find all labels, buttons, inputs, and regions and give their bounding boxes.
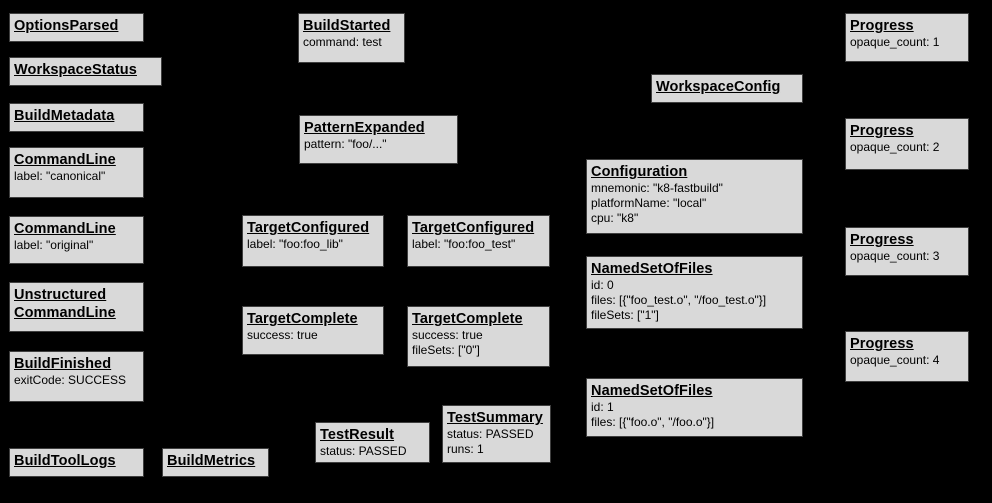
event-title: Progress xyxy=(850,232,914,248)
event-box-workspace-config: WorkspaceConfig xyxy=(651,74,803,103)
event-field: id: 1 xyxy=(591,400,614,414)
event-title: OptionsParsed xyxy=(14,18,119,34)
event-box-progress-4: Progress opaque_count: 4 xyxy=(845,331,969,382)
event-field: label: "foo:foo_lib" xyxy=(247,237,343,251)
event-field: files: [{"foo.o", "/foo.o"}] xyxy=(591,415,715,429)
event-field: opaque_count: 4 xyxy=(850,353,940,367)
event-box-named-set-of-files-0: NamedSetOfFiles id: 0 files: [{"foo_test… xyxy=(586,256,803,329)
event-field: label: "foo:foo_test" xyxy=(412,237,516,251)
event-box-command-line-original: CommandLine label: "original" xyxy=(9,216,144,264)
event-title: TargetConfigured xyxy=(412,220,535,236)
event-field: opaque_count: 3 xyxy=(850,249,940,263)
event-field: mnemonic: "k8-fastbuild" xyxy=(591,181,723,195)
event-box-progress-3: Progress opaque_count: 3 xyxy=(845,227,969,276)
event-field: status: PASSED xyxy=(447,427,534,441)
event-field: opaque_count: 2 xyxy=(850,140,940,154)
event-field: success: true xyxy=(412,328,483,342)
event-title: TargetComplete xyxy=(412,311,523,327)
event-field: opaque_count: 1 xyxy=(850,35,940,49)
event-title: WorkspaceStatus xyxy=(14,62,137,78)
event-title: BuildToolLogs xyxy=(14,453,116,469)
event-box-unstructured-command-line: Unstructured CommandLine xyxy=(9,282,144,332)
event-field: label: "canonical" xyxy=(14,169,106,183)
event-title: NamedSetOfFiles xyxy=(591,261,713,277)
event-field: command: test xyxy=(303,35,382,49)
event-box-workspace-status: WorkspaceStatus xyxy=(9,57,162,86)
event-box-configuration: Configuration mnemonic: "k8-fastbuild" p… xyxy=(586,159,803,234)
event-title: CommandLine xyxy=(14,152,116,168)
event-title: TargetConfigured xyxy=(247,220,370,236)
event-field: fileSets: ["0"] xyxy=(412,343,480,357)
event-box-progress-1: Progress opaque_count: 1 xyxy=(845,13,969,62)
event-box-target-configured-foo-test: TargetConfigured label: "foo:foo_test" xyxy=(407,215,550,267)
event-box-named-set-of-files-1: NamedSetOfFiles id: 1 files: [{"foo.o", … xyxy=(586,378,803,437)
event-box-command-line-canonical: CommandLine label: "canonical" xyxy=(9,147,144,198)
event-box-options-parsed: OptionsParsed xyxy=(9,13,144,42)
event-title: Progress xyxy=(850,123,914,139)
event-box-target-configured-foo-lib: TargetConfigured label: "foo:foo_lib" xyxy=(242,215,384,267)
event-title: Progress xyxy=(850,336,914,352)
event-box-target-complete-foo-test: TargetComplete success: true fileSets: [… xyxy=(407,306,550,367)
event-field: pattern: "foo/..." xyxy=(304,137,387,151)
event-field: fileSets: ["1"] xyxy=(591,308,659,322)
event-title: BuildMetadata xyxy=(14,108,115,124)
event-box-progress-2: Progress opaque_count: 2 xyxy=(845,118,969,170)
event-title: PatternExpanded xyxy=(304,120,425,136)
event-title: CommandLine xyxy=(14,221,116,237)
event-box-test-result: TestResult status: PASSED xyxy=(315,422,430,463)
event-field: runs: 1 xyxy=(447,442,484,456)
event-title: NamedSetOfFiles xyxy=(591,383,713,399)
event-title: Configuration xyxy=(591,164,688,180)
event-title: Unstructured CommandLine xyxy=(14,287,116,321)
event-field: status: PASSED xyxy=(320,444,407,458)
event-box-target-complete-foo-lib: TargetComplete success: true xyxy=(242,306,384,355)
event-box-build-metadata: BuildMetadata xyxy=(9,103,144,132)
event-title: Progress xyxy=(850,18,914,34)
event-title: BuildFinished xyxy=(14,356,112,372)
event-box-build-finished: BuildFinished exitCode: SUCCESS xyxy=(9,351,144,402)
event-box-build-tool-logs: BuildToolLogs xyxy=(9,448,144,477)
event-field: platformName: "local" xyxy=(591,196,707,210)
event-title: TestSummary xyxy=(447,410,543,426)
event-box-build-started: BuildStarted command: test xyxy=(298,13,405,63)
event-title: BuildMetrics xyxy=(167,453,256,469)
event-box-build-metrics: BuildMetrics xyxy=(162,448,269,477)
event-field: exitCode: SUCCESS xyxy=(14,373,127,387)
event-field: success: true xyxy=(247,328,318,342)
event-field: id: 0 xyxy=(591,278,614,292)
event-field: cpu: "k8" xyxy=(591,211,639,225)
event-box-test-summary: TestSummary status: PASSED runs: 1 xyxy=(442,405,551,463)
event-field: label: "original" xyxy=(14,238,94,252)
event-title: BuildStarted xyxy=(303,18,391,34)
event-title: TestResult xyxy=(320,427,395,443)
event-title: TargetComplete xyxy=(247,311,358,327)
event-field: files: [{"foo_test.o", "/foo_test.o"}] xyxy=(591,293,767,307)
event-box-pattern-expanded: PatternExpanded pattern: "foo/..." xyxy=(299,115,458,164)
event-title: WorkspaceConfig xyxy=(656,79,781,95)
